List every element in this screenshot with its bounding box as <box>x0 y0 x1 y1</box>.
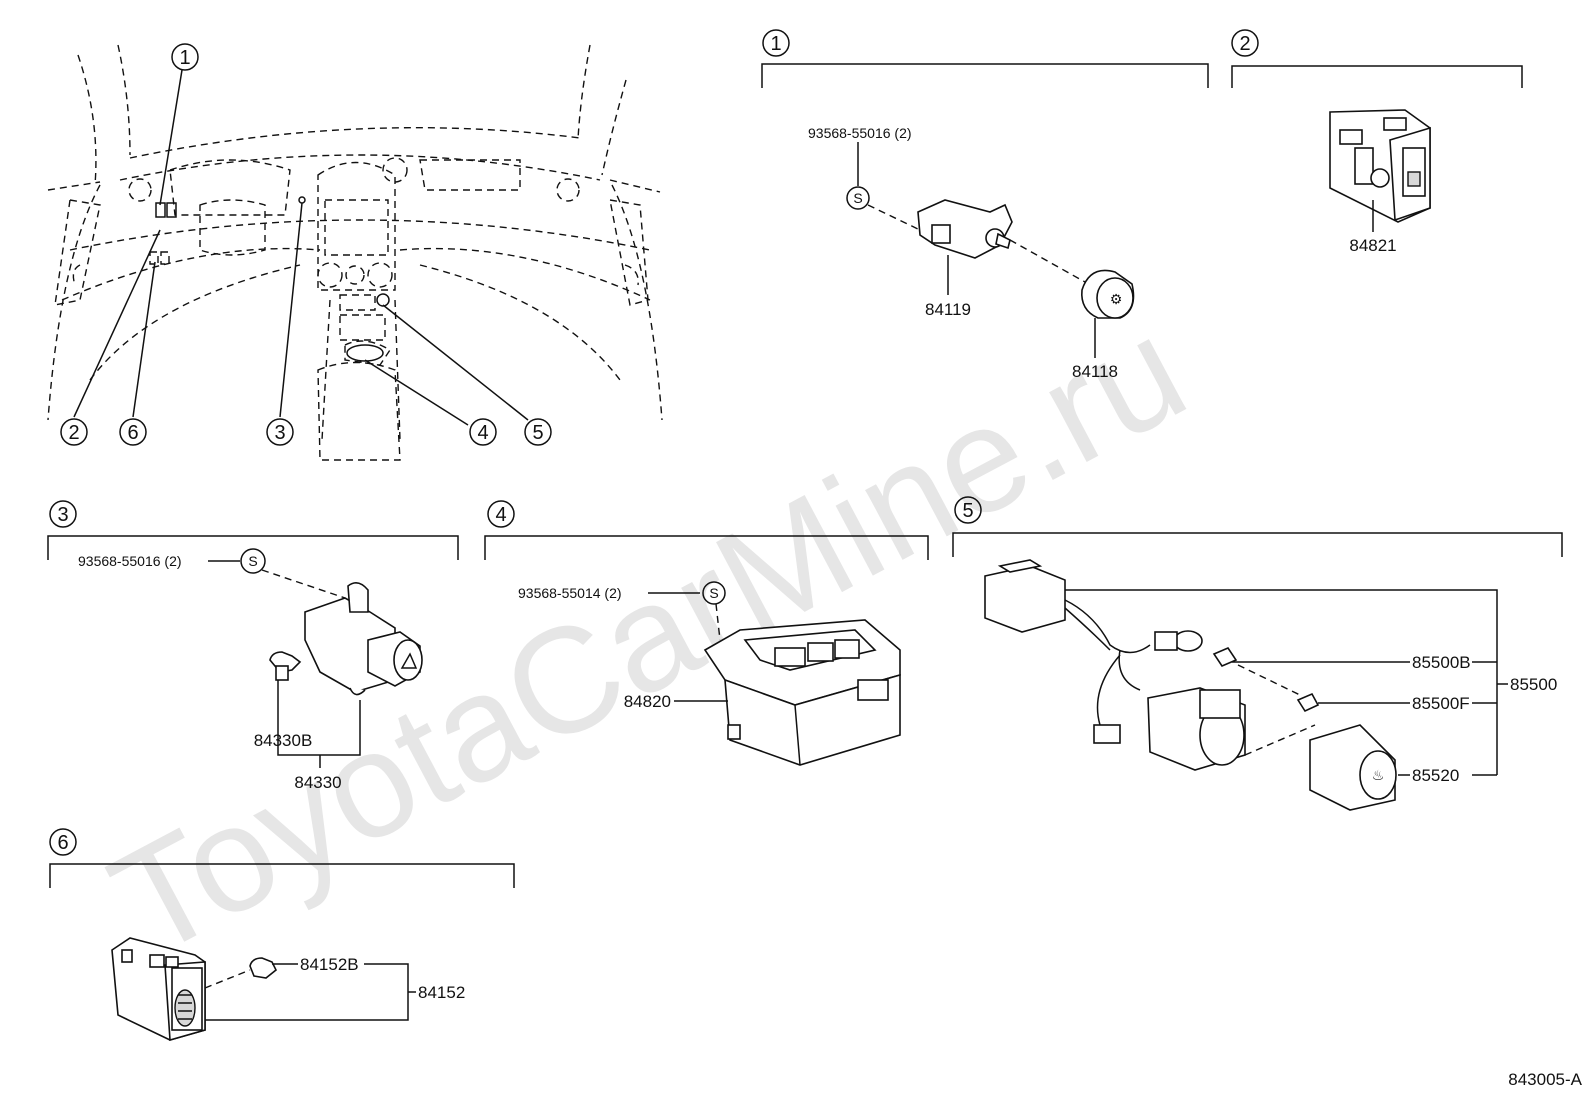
part-84118-label: 84118 <box>1072 362 1118 381</box>
callout-6: 6 <box>119 418 147 446</box>
section-5: 5 ♨ 85500B <box>952 496 1563 811</box>
bulb-84330b-drawing <box>269 651 302 681</box>
dashboard-overview: 1 2 6 3 4 5 <box>47 43 663 461</box>
knob-84118-drawing: ⚙ <box>1081 269 1135 319</box>
section-4: 4 93568-55014 (2) S 84820 <box>484 500 929 766</box>
section-1-screw-label: 93568-55016 (2) <box>808 125 912 141</box>
section-6-number: 6 <box>57 832 68 854</box>
section-3: 3 93568-55016 (2) S 84330B 84330 <box>47 500 459 792</box>
svg-text:3: 3 <box>274 422 285 444</box>
section-2-number: 2 <box>1239 33 1250 55</box>
section-4-screw-label: 93568-55014 (2) <box>518 585 622 601</box>
part-84821-label: 84821 <box>1349 236 1396 255</box>
section-1-number: 1 <box>770 33 781 55</box>
bulb-85500f-drawing <box>1296 692 1320 713</box>
part-84119-label: 84119 <box>925 300 971 319</box>
svg-text:6: 6 <box>127 422 138 444</box>
lighter-icon-glyph: ♨ <box>1372 767 1385 783</box>
switch-84330-drawing <box>304 582 423 696</box>
svg-text:5: 5 <box>532 422 543 444</box>
watermark: ToyotaCarMine.ru <box>86 284 1210 988</box>
svg-text:4: 4 <box>477 422 488 444</box>
svg-text:2: 2 <box>68 422 79 444</box>
knob-icon-glyph: ⚙ <box>1110 291 1123 307</box>
section-1: 1 93568-55016 (2) S 84119 ⚙ 84118 <box>761 29 1209 381</box>
callout-1: 1 <box>171 43 199 71</box>
section-6: 6 84152B 84152 <box>49 828 515 1042</box>
screw-symbol: S <box>248 553 257 569</box>
part-84820-label: 84820 <box>624 692 671 711</box>
lighter-socket-harness-drawing <box>984 559 1246 771</box>
bulb-84152b-drawing <box>249 957 278 979</box>
switch-84820-drawing <box>703 619 901 766</box>
part-85520-label: 85520 <box>1412 766 1459 785</box>
screw-symbol: S <box>853 190 862 206</box>
callout-3: 3 <box>266 418 294 446</box>
switch-84152-drawing <box>111 937 206 1042</box>
part-85500f-label: 85500F <box>1412 694 1470 713</box>
part-84330-label: 84330 <box>294 773 341 792</box>
callout-2: 2 <box>60 418 88 446</box>
figure-code: 843005-A <box>1508 1070 1582 1089</box>
callout-5: 5 <box>524 418 552 446</box>
section-3-screw-label: 93568-55016 (2) <box>78 553 182 569</box>
switch-84119-drawing <box>917 199 1013 259</box>
lighter-85520-drawing: ♨ <box>1309 724 1397 811</box>
part-84152-label: 84152 <box>418 983 465 1002</box>
section-4-number: 4 <box>495 504 506 526</box>
part-84330b-label: 84330B <box>254 731 313 750</box>
section-2: 2 84821 <box>1231 29 1523 255</box>
callout-4: 4 <box>469 418 497 446</box>
part-85500b-label: 85500B <box>1412 653 1471 672</box>
part-84152b-label: 84152B <box>300 955 359 974</box>
svg-text:1: 1 <box>179 47 190 69</box>
section-5-number: 5 <box>962 500 973 522</box>
screw-symbol: S <box>709 585 718 601</box>
section-3-number: 3 <box>57 504 68 526</box>
switch-84821-drawing <box>1329 109 1431 223</box>
bulb-85500b-drawing <box>1212 647 1238 667</box>
part-85500-label: 85500 <box>1510 675 1557 694</box>
